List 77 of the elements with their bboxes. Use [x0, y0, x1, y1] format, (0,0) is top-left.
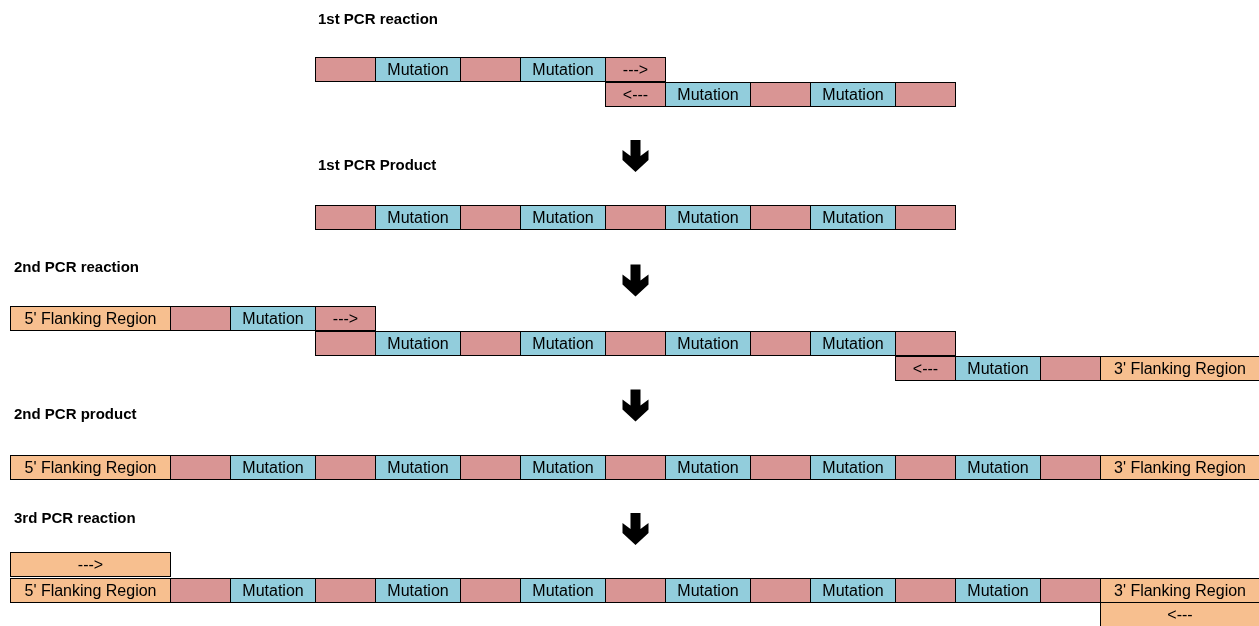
block-arrow: [622, 513, 649, 545]
stage-heading: 2nd PCR product: [14, 404, 137, 424]
mutation-segment: Mutation: [665, 455, 751, 480]
mutation-segment: Mutation: [665, 578, 751, 603]
block-arrow: [622, 140, 649, 172]
dna-segment: [460, 205, 521, 230]
dna-segment: [605, 455, 666, 480]
primer-segment: <---: [895, 356, 956, 381]
primer-segment: <---: [605, 82, 666, 107]
mutation-segment: Mutation: [230, 306, 316, 331]
dna-segment: [460, 331, 521, 356]
mutation-segment: Mutation: [375, 455, 461, 480]
primer-segment: --->: [315, 306, 376, 331]
stage-heading: 1st PCR reaction: [318, 9, 439, 29]
dna-segment: [170, 455, 231, 480]
dna-segment: [605, 578, 666, 603]
mutation-segment: Mutation: [665, 205, 751, 230]
dna-segment: [460, 455, 521, 480]
block-arrow: [622, 389, 649, 422]
dna-segment: [1040, 356, 1101, 381]
dna-segment: [895, 82, 956, 107]
dna-segment: [460, 57, 521, 82]
dna-segment: [315, 205, 376, 230]
mutation-segment: Mutation: [520, 578, 606, 603]
flanking-region-segment: 3' Flanking Region: [1100, 578, 1259, 603]
dna-segment: [750, 578, 811, 603]
mutation-segment: Mutation: [810, 455, 896, 480]
stage-heading: 3rd PCR reaction: [14, 508, 136, 528]
dna-segment: [1040, 455, 1101, 480]
dna-segment: [315, 578, 376, 603]
flanking-region-segment: 5' Flanking Region: [10, 578, 171, 603]
flanking-region-segment: <---: [1100, 602, 1259, 626]
mutation-segment: Mutation: [810, 578, 896, 603]
mutation-segment: Mutation: [810, 331, 896, 356]
mutation-segment: Mutation: [375, 578, 461, 603]
dna-segment: [315, 455, 376, 480]
mutation-segment: Mutation: [375, 331, 461, 356]
dna-segment: [750, 331, 811, 356]
mutation-segment: Mutation: [665, 331, 751, 356]
flanking-region-segment: 5' Flanking Region: [10, 455, 171, 480]
flanking-region-segment: 5' Flanking Region: [10, 306, 171, 331]
dna-segment: [895, 578, 956, 603]
dna-segment: [895, 205, 956, 230]
dna-segment: [460, 578, 521, 603]
mutation-segment: Mutation: [230, 578, 316, 603]
dna-segment: [170, 306, 231, 331]
dna-segment: [750, 82, 811, 107]
mutation-segment: Mutation: [520, 455, 606, 480]
mutation-segment: Mutation: [375, 205, 461, 230]
mutation-segment: Mutation: [955, 455, 1041, 480]
dna-segment: [315, 331, 376, 356]
dna-segment: [605, 331, 666, 356]
flanking-region-segment: --->: [10, 552, 171, 577]
mutation-segment: Mutation: [955, 578, 1041, 603]
mutation-segment: Mutation: [520, 205, 606, 230]
stage-heading: 1st PCR Product: [318, 155, 437, 175]
mutation-segment: Mutation: [520, 57, 606, 82]
flanking-region-segment: 3' Flanking Region: [1100, 455, 1259, 480]
block-arrow: [622, 264, 649, 297]
dna-segment: [750, 455, 811, 480]
dna-segment: [750, 205, 811, 230]
primer-segment: --->: [605, 57, 666, 82]
flanking-region-segment: 3' Flanking Region: [1100, 356, 1259, 381]
dna-segment: [895, 331, 956, 356]
dna-segment: [1040, 578, 1101, 603]
mutation-segment: Mutation: [955, 356, 1041, 381]
stage-heading: 2nd PCR reaction: [14, 257, 140, 277]
mutation-segment: Mutation: [520, 331, 606, 356]
mutation-segment: Mutation: [810, 82, 896, 107]
mutation-segment: Mutation: [810, 205, 896, 230]
dna-segment: [895, 455, 956, 480]
mutation-segment: Mutation: [375, 57, 461, 82]
mutation-segment: Mutation: [665, 82, 751, 107]
dna-segment: [605, 205, 666, 230]
dna-segment: [170, 578, 231, 603]
mutation-segment: Mutation: [230, 455, 316, 480]
dna-segment: [315, 57, 376, 82]
